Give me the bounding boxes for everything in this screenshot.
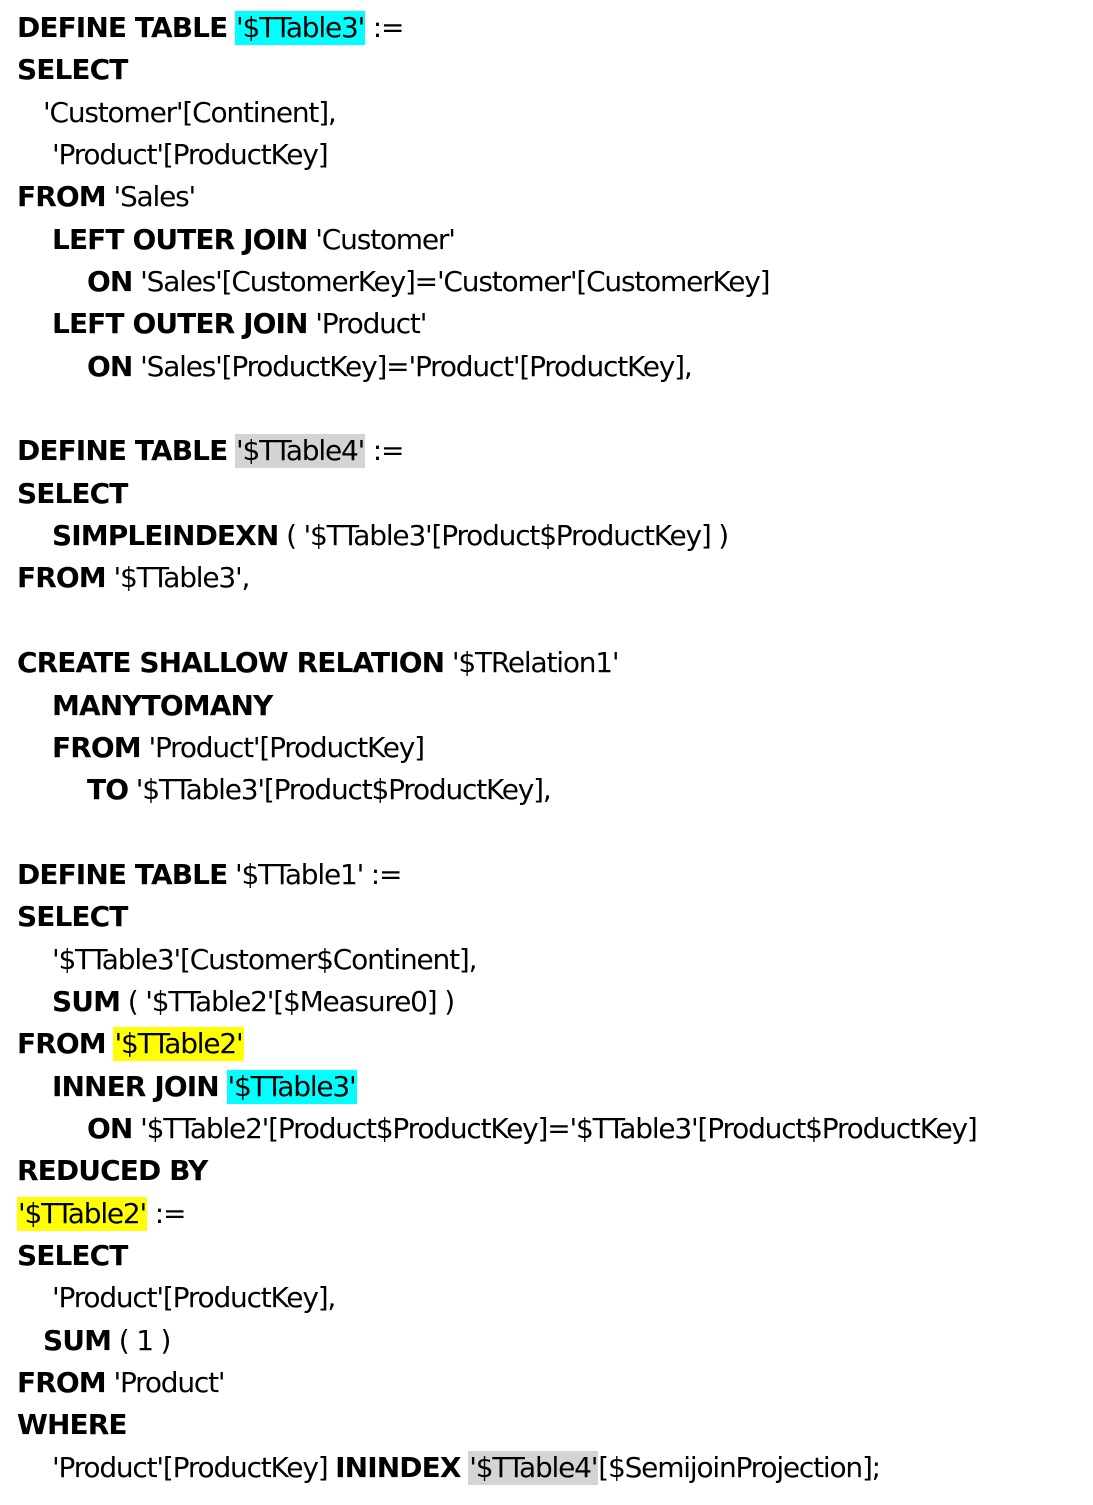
code-text: ( 1 ) bbox=[111, 1323, 172, 1357]
sql-keyword: SIMPLEINDEXN bbox=[52, 519, 279, 553]
highlighted-table-name: '$TTable3' bbox=[226, 1069, 357, 1104]
code-line: FROM 'Sales' bbox=[17, 176, 977, 218]
sql-keyword: FROM bbox=[17, 1027, 107, 1061]
code-text: 'Sales' bbox=[105, 180, 196, 214]
code-line: 'Customer'[Continent], bbox=[17, 92, 977, 134]
sql-keyword: FROM bbox=[17, 180, 107, 214]
code-text bbox=[219, 1070, 227, 1103]
blank-line bbox=[17, 388, 977, 430]
code-text: 'Product'[ProductKey] bbox=[52, 138, 329, 172]
sql-keyword: FROM bbox=[17, 1366, 107, 1399]
code-line: WHERE bbox=[17, 1404, 977, 1446]
code-line: LEFT OUTER JOIN 'Customer' bbox=[17, 219, 977, 261]
code-text: '$TTable1' := bbox=[227, 857, 402, 891]
code-line: LEFT OUTER JOIN 'Product' bbox=[17, 303, 977, 345]
sql-keyword: SELECT bbox=[17, 900, 128, 934]
sql-keyword: REDUCED BY bbox=[17, 1154, 208, 1188]
code-line: SUM ( '$TTable2'[$Measure0] ) bbox=[17, 981, 977, 1023]
code-text: '$TTable3', bbox=[105, 561, 250, 595]
sql-keyword: SUM bbox=[52, 984, 121, 1018]
sql-keyword: SELECT bbox=[17, 476, 128, 510]
sql-keyword: SUM bbox=[43, 1323, 112, 1357]
sql-keyword: SELECT bbox=[17, 1238, 128, 1272]
sql-keyword: CREATE SHALLOW RELATION bbox=[17, 646, 445, 680]
code-text: 'Product'[ProductKey] bbox=[140, 730, 425, 764]
sql-keyword: DEFINE TABLE bbox=[17, 434, 228, 468]
code-line: DEFINE TABLE '$TTable1' := bbox=[17, 854, 977, 896]
highlighted-table-name: '$TTable2' bbox=[113, 1027, 244, 1062]
code-line: 'Product'[ProductKey] ININDEX '$TTable4'… bbox=[17, 1447, 977, 1489]
code-text: := bbox=[365, 434, 405, 468]
code-text: 'Product' bbox=[105, 1366, 225, 1399]
code-text: [$SemijoinProjection]; bbox=[598, 1450, 881, 1484]
code-line: 'Product'[ProductKey] bbox=[17, 134, 977, 176]
code-line: ON '$TTable2'[Product$ProductKey]='$TTab… bbox=[17, 1108, 978, 1150]
code-line: SELECT bbox=[17, 1235, 977, 1277]
code-line: FROM '$TTable3', bbox=[17, 557, 977, 599]
code-line: SELECT bbox=[17, 896, 977, 938]
code-line: DEFINE TABLE '$TTable3' := bbox=[17, 7, 977, 49]
code-line: DEFINE TABLE '$TTable4' := bbox=[17, 430, 977, 472]
code-line: SELECT bbox=[17, 473, 977, 515]
code-text: ( '$TTable3'[Product$ProductKey] ) bbox=[278, 519, 729, 553]
highlighted-table-name: '$TTable4' bbox=[468, 1450, 598, 1485]
code-line: FROM '$TTable2' bbox=[17, 1023, 977, 1065]
sql-keyword: MANYTOMANY bbox=[52, 688, 273, 722]
sql-keyword: INNER JOIN bbox=[52, 1069, 220, 1103]
code-text: 'Sales'[ProductKey]='Product'[ProductKey… bbox=[132, 349, 693, 383]
sql-keyword: ON bbox=[87, 349, 133, 383]
code-line: TO '$TTable3'[Product$ProductKey], bbox=[17, 769, 977, 811]
code-line: FROM 'Product' bbox=[17, 1362, 977, 1404]
sql-keyword: ON bbox=[87, 265, 133, 299]
code-line: '$TTable3'[Customer$Continent], bbox=[17, 939, 977, 981]
code-text: := bbox=[365, 11, 405, 44]
code-text bbox=[106, 1027, 114, 1060]
code-text: := bbox=[147, 1196, 187, 1230]
code-listing: DEFINE TABLE '$TTable3' := SELECT 'Custome… bbox=[17, 7, 978, 1489]
code-line: REDUCED BY bbox=[17, 1150, 977, 1192]
code-text: '$TTable3'[Customer$Continent], bbox=[52, 942, 477, 976]
code-text bbox=[461, 1451, 469, 1484]
code-line: 'Product'[ProductKey], bbox=[17, 1277, 977, 1319]
sql-keyword: FROM bbox=[52, 730, 142, 764]
code-line: '$TTable2' := bbox=[17, 1193, 977, 1235]
sql-keyword: LEFT OUTER JOIN bbox=[52, 222, 308, 256]
sql-keyword: DEFINE TABLE bbox=[17, 857, 228, 891]
highlighted-table-name: '$TTable2' bbox=[17, 1196, 147, 1231]
sql-keyword: DEFINE TABLE bbox=[17, 11, 228, 44]
code-line: FROM 'Product'[ProductKey] bbox=[17, 727, 977, 769]
code-text: 'Customer'[Continent], bbox=[43, 95, 337, 129]
sql-keyword: LEFT OUTER JOIN bbox=[52, 307, 308, 341]
sql-keyword: TO bbox=[87, 773, 129, 807]
code-line: INNER JOIN '$TTable3' bbox=[17, 1066, 977, 1108]
code-line: SUM ( 1 ) bbox=[17, 1320, 977, 1362]
highlighted-table-name: '$TTable3' bbox=[235, 11, 365, 45]
sql-keyword: FROM bbox=[17, 561, 107, 595]
code-text: 'Product'[ProductKey], bbox=[52, 1281, 336, 1315]
code-line: MANYTOMANY bbox=[17, 685, 977, 727]
sql-keyword: WHERE bbox=[17, 1408, 128, 1442]
code-text: 'Sales'[CustomerKey]='Customer'[Customer… bbox=[132, 265, 770, 299]
code-text: 'Product'[ProductKey] bbox=[52, 1450, 336, 1484]
code-text: ( '$TTable2'[$Measure0] ) bbox=[120, 984, 455, 1018]
sql-keyword: ON bbox=[87, 1111, 133, 1145]
code-line: SELECT bbox=[17, 49, 977, 91]
code-line: ON 'Sales'[ProductKey]='Product'[Product… bbox=[17, 346, 977, 388]
code-text: '$TTable3'[Product$ProductKey], bbox=[128, 773, 552, 807]
sql-keyword: SELECT bbox=[17, 53, 128, 87]
code-text bbox=[227, 434, 235, 467]
sql-keyword: ININDEX bbox=[335, 1450, 461, 1484]
code-text: '$TTable2'[Product$ProductKey]='$TTable3… bbox=[132, 1111, 978, 1145]
code-text: 'Customer' bbox=[307, 222, 456, 256]
code-line: SIMPLEINDEXN ( '$TTable3'[Product$Produc… bbox=[17, 515, 977, 557]
code-text: '$TRelation1' bbox=[444, 646, 620, 680]
code-line: ON 'Sales'[CustomerKey]='Customer'[Custo… bbox=[17, 261, 977, 303]
code-text bbox=[227, 11, 235, 44]
blank-line bbox=[17, 600, 977, 642]
blank-line bbox=[17, 812, 977, 854]
highlighted-table-name: '$TTable4' bbox=[235, 434, 365, 469]
code-line: CREATE SHALLOW RELATION '$TRelation1' bbox=[17, 642, 977, 684]
code-text: 'Product' bbox=[307, 307, 427, 341]
